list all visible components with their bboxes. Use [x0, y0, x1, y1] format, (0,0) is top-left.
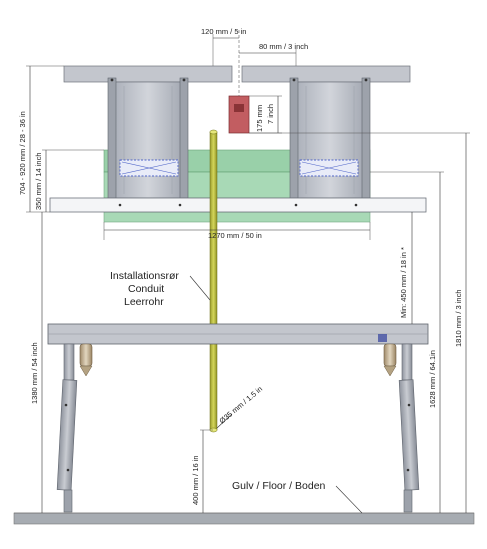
dim-min-clearance-label: Min: 450 mm / 18 in *: [399, 247, 408, 318]
left-unit: [107, 77, 189, 199]
conduit-pipe: [209, 129, 218, 433]
dim-range-height-label: 704 - 920 mm / 28 - 36 in: [18, 111, 27, 195]
right-unit: [289, 77, 371, 199]
floor-label: Gulv / Floor / Boden: [232, 480, 326, 492]
dim-top-offset-label: 80 mm / 3 inch: [259, 42, 308, 51]
mount-plate: [49, 197, 427, 213]
dimension-lines: [26, 34, 470, 514]
dim-box-height-label-b: 7 inch: [266, 104, 275, 124]
left-bulb: [79, 343, 93, 377]
dim-total-mid-label: 1628 mm / 64.1in: [428, 350, 437, 408]
table: [47, 323, 429, 345]
dim-frame-width-label: 1270 mm / 50 in: [208, 231, 262, 240]
dim-box-height-label-a: 175 mm: [255, 105, 264, 132]
left-leg: [56, 343, 78, 513]
conduit-label-line3: Leerrohr: [124, 296, 164, 308]
dim-frame-height-label: 350 mm / 14 inch: [34, 152, 43, 210]
conduit-label-line1: Installationsrør: [110, 270, 179, 282]
dim-pipe-diameter-label: Ø35 mm / 1.5 in: [218, 384, 265, 425]
right-leg: [398, 343, 420, 513]
dim-top-width-label: 120 mm / 5 in: [201, 27, 246, 36]
right-bulb: [383, 343, 397, 377]
floor: [13, 512, 475, 525]
dim-floor-gap-label: 400 mm / 16 in: [191, 455, 200, 505]
dim-total-height-label: 1810 mm / 3 inch: [454, 289, 463, 347]
junction-box: [228, 30, 250, 134]
dim-table-height-label: 1380 mm / 54 inch: [30, 342, 39, 404]
conduit-label-line2: Conduit: [128, 283, 164, 295]
